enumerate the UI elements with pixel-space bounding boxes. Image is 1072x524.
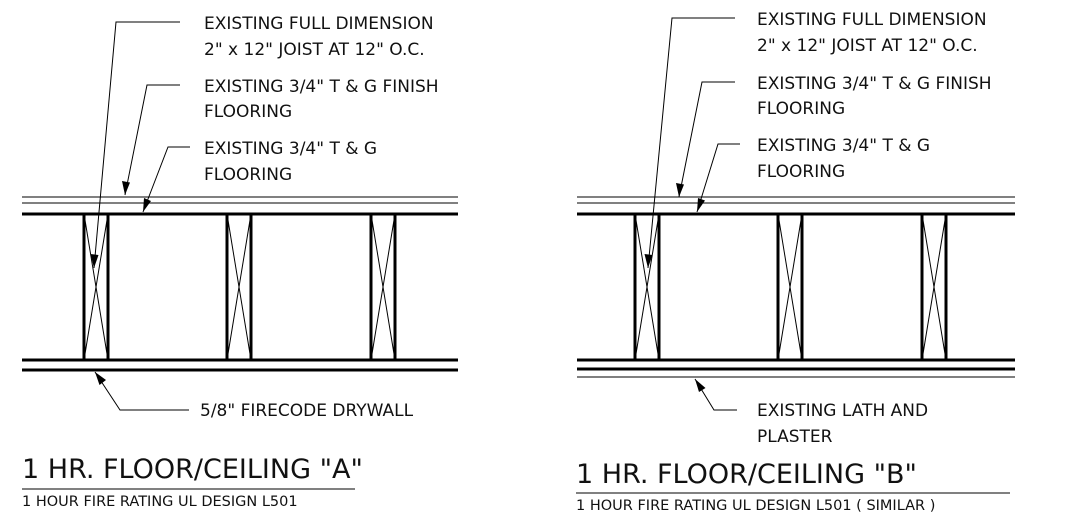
detail-a-finish-leader [122,84,180,196]
detail-b-flooring-layers [577,196,1015,216]
detail-a-floor-leader [142,146,190,213]
detail-a-joist-1 [82,213,110,361]
detail-a-finish-note-line1: EXISTING 3/4" T & G FINISH [204,77,439,97]
detail-a-flooring-layers [22,196,458,216]
detail-b-joist-note-line1: EXISTING FULL DIMENSION [757,10,987,30]
detail-b-joist-leader [644,17,735,269]
detail-b-joist-3 [920,213,948,361]
detail-b-joist-2 [776,213,804,361]
detail-a-joist-note-line2: 2" x 12" JOIST AT 12" O.C. [204,40,425,60]
detail-b-ceiling-note-line1: EXISTING LATH AND [757,401,928,421]
detail-a-ceiling-note-line1: 5/8" FIRECODE DRYWALL [200,401,414,421]
detail-a-subtitle: 1 HOUR FIRE RATING UL DESIGN L501 [22,494,298,510]
detail-b-finish-note-line2: FLOORING [757,99,845,119]
detail-b-joist-1 [633,213,661,361]
detail-a-joist-leader [90,21,180,269]
detail-b-floor-note-line2: FLOORING [757,162,845,182]
detail-a-ceiling-layers [22,358,458,372]
detail-a-joist-note-line1: EXISTING FULL DIMENSION [204,14,434,34]
detail-a-title: 1 HR. FLOOR/CEILING "A" [22,454,363,485]
detail-b-floor-leader [696,143,740,213]
detail-b-title: 1 HR. FLOOR/CEILING "B" [576,459,917,490]
detail-b-floor-note-line1: EXISTING 3/4" T & G [757,136,930,156]
detail-b: EXISTING FULL DIMENSION 2" x 12" JOIST A… [576,10,1015,514]
detail-b-joist-note-line2: 2" x 12" JOIST AT 12" O.C. [757,36,978,56]
detail-b-ceiling-note-line2: PLASTER [757,427,833,447]
detail-b-ceiling-leader [694,378,737,411]
detail-a-joist-2 [225,213,253,361]
detail-b-finish-leader [676,81,735,198]
detail-a: EXISTING FULL DIMENSION 2" x 12" JOIST A… [22,14,458,510]
detail-a-floor-note-line1: EXISTING 3/4" T & G [204,139,377,159]
detail-b-ceiling-layers [577,358,1015,378]
detail-a-floor-note-line2: FLOORING [204,165,292,185]
detail-a-joist-3 [369,213,397,361]
detail-a-ceiling-leader [94,371,189,411]
detail-a-finish-note-line2: FLOORING [204,102,292,122]
detail-b-finish-note-line1: EXISTING 3/4" T & G FINISH [757,74,992,94]
detail-b-subtitle: 1 HOUR FIRE RATING UL DESIGN L501 ( SIMI… [576,498,935,514]
